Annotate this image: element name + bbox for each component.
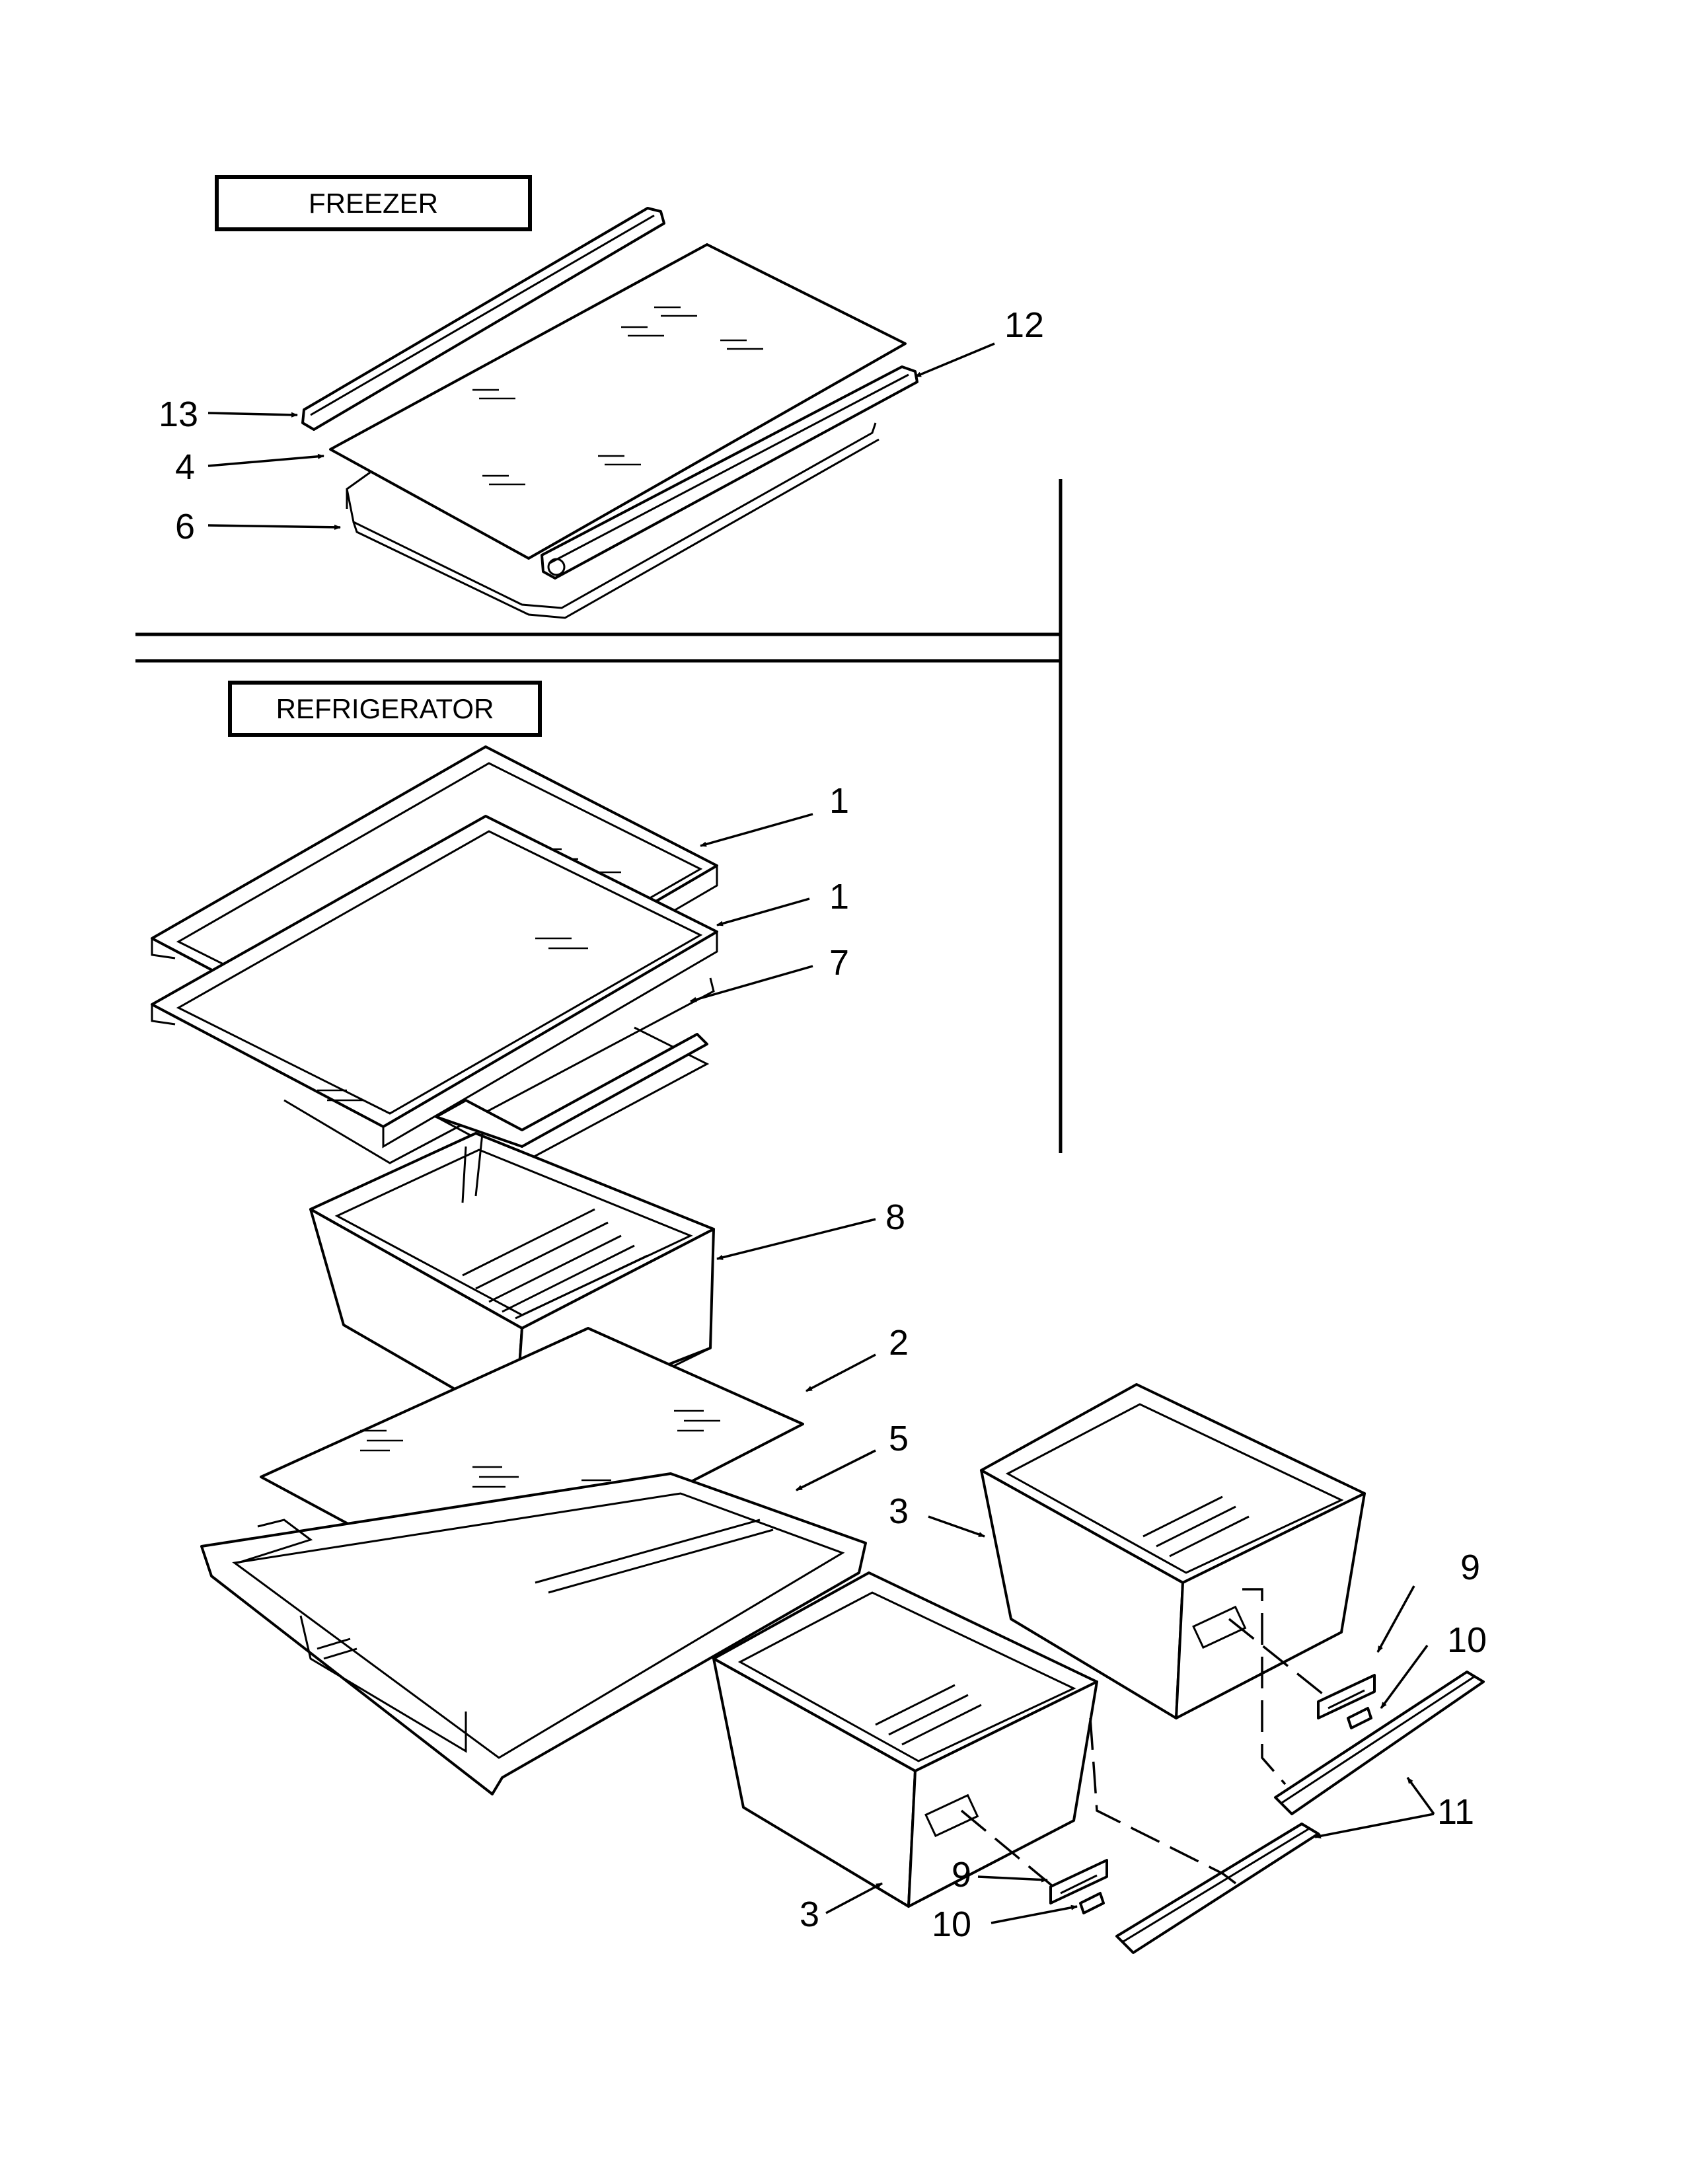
freezer-glass-shelf <box>329 243 907 560</box>
assembly-dash-lines <box>960 1588 1329 1891</box>
leader-lines <box>207 342 1435 1924</box>
freezer-rear-trim <box>301 207 665 431</box>
crisper-drawer-left <box>712 1571 1098 1908</box>
lower-cantilever-shelf <box>151 815 718 1148</box>
callout-13: 13 <box>159 395 199 434</box>
callout-9-right: 9 <box>1460 1548 1481 1587</box>
freezer-section-label: FREEZER <box>215 175 532 231</box>
callout-5: 5 <box>889 1419 909 1458</box>
callout-7: 7 <box>829 943 850 983</box>
humidity-control-parts <box>1049 1674 1376 1914</box>
callout-12: 12 <box>1004 305 1045 345</box>
section-dividers <box>135 479 1063 1153</box>
callout-10-left: 10 <box>932 1904 972 1944</box>
callout-8: 8 <box>885 1197 906 1237</box>
freezer-shelf-frame <box>346 422 880 619</box>
callout-3-left: 3 <box>800 1895 820 1934</box>
callout-3-right: 3 <box>889 1491 909 1531</box>
refrigerator-section-label: REFRIGERATOR <box>228 681 542 737</box>
freezer-front-trim <box>541 365 918 580</box>
meat-drawer <box>309 1132 715 1429</box>
callout-10-right: 10 <box>1447 1620 1487 1660</box>
callout-1-lower: 1 <box>829 877 850 917</box>
callout-11: 11 <box>1437 1792 1475 1832</box>
crisper-drawer-right <box>980 1383 1366 1719</box>
callout-1-upper: 1 <box>829 781 850 821</box>
callout-4: 4 <box>175 447 196 487</box>
callout-9-left: 9 <box>952 1855 972 1895</box>
callout-6: 6 <box>175 507 196 546</box>
callout-2: 2 <box>889 1323 909 1363</box>
crisper-frame <box>200 1472 867 1795</box>
